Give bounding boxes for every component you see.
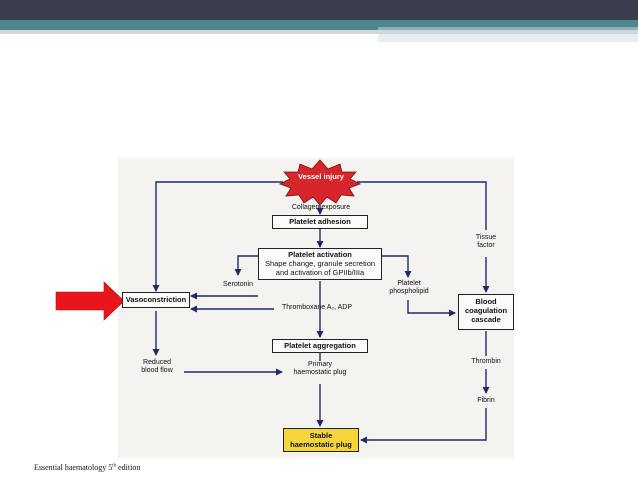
platelet-aggregation-box: Platelet aggregation bbox=[272, 339, 368, 353]
header-bar-teal bbox=[0, 20, 638, 30]
coagulation-line3: cascade bbox=[471, 315, 501, 324]
tissue-factor-label: Tissue factor bbox=[466, 234, 506, 251]
primary-line2: haemostatic plug bbox=[293, 369, 347, 377]
thromboxane-label: Thromboxane A₂, ADP bbox=[281, 304, 353, 311]
header-bar-light bbox=[0, 30, 638, 34]
coagulation-line2: coagulation bbox=[464, 306, 508, 315]
diagram-background bbox=[118, 158, 514, 458]
serotonin-label: Serotonin bbox=[223, 281, 253, 288]
vasoconstriction-text: Vasoconstriction bbox=[125, 295, 187, 304]
vessel-injury-label: Vessel injury bbox=[298, 172, 344, 181]
arrow-activation-serotonin bbox=[234, 255, 258, 276]
source-caption: Essential haematology 5th edition bbox=[34, 463, 140, 472]
header-bar-dark bbox=[0, 0, 638, 20]
platelet-adhesion-box: Platelet adhesion bbox=[272, 215, 368, 229]
stable-line2: haemostatic plug bbox=[290, 440, 352, 449]
caption-superscript: th bbox=[112, 463, 117, 469]
tissue-factor-line1: Tissue bbox=[475, 234, 497, 241]
platelet-activation-box: Platelet activation Shape change, granul… bbox=[258, 248, 382, 280]
primary-plug-label: Primary haemostatic plug bbox=[282, 361, 358, 378]
platelet-phospholipid-label: Platelet phospholipid bbox=[382, 280, 436, 297]
arrow-activation-phospholipid bbox=[381, 255, 412, 278]
thrombin-label: Thrombin bbox=[471, 358, 501, 365]
arrow-phospholipid-coagulation bbox=[407, 300, 456, 317]
fibrin-label: Fibrin bbox=[477, 397, 495, 404]
reduced-line1: Reduced bbox=[142, 359, 172, 366]
vasoconstriction-box: Vasoconstriction bbox=[122, 292, 190, 308]
red-pointer-arrow bbox=[55, 281, 125, 321]
header-bar-light-right bbox=[378, 34, 638, 42]
arrow-fibrin-stable bbox=[360, 408, 487, 444]
platelet-aggregation-text: Platelet aggregation bbox=[284, 341, 356, 350]
platelet-activation-line3: and activation of GPIIb/IIIa bbox=[275, 268, 365, 277]
vessel-injury-burst bbox=[278, 159, 362, 206]
caption-suffix: edition bbox=[116, 463, 141, 472]
stable-line1: Stable bbox=[309, 431, 333, 440]
blood-coagulation-box: Blood coagulation cascade bbox=[458, 294, 514, 330]
phospholipid-line1: Platelet bbox=[397, 280, 421, 287]
collagen-exposure-label: Collagen exposure bbox=[291, 204, 351, 211]
primary-line1: Primary bbox=[307, 361, 333, 368]
coagulation-line1: Blood bbox=[475, 297, 497, 306]
phospholipid-line2: phospholipid bbox=[389, 288, 429, 296]
reduced-line2: blood flow bbox=[141, 367, 173, 375]
tissue-factor-line2: factor bbox=[477, 242, 495, 250]
caption-text: Essential haematology 5 bbox=[34, 463, 113, 472]
platelet-activation-title: Platelet activation bbox=[288, 250, 352, 259]
platelet-activation-line2: Shape change, granule secretion bbox=[264, 259, 376, 268]
arrow-burst-vasoconstriction bbox=[152, 181, 283, 292]
platelet-adhesion-text: Platelet adhesion bbox=[289, 217, 351, 226]
reduced-blood-flow-label: Reduced blood flow bbox=[130, 359, 184, 376]
header-bar-accent bbox=[378, 27, 638, 30]
arrow-burst-tissue bbox=[357, 181, 487, 230]
stable-plug-box: Stable haemostatic plug bbox=[283, 428, 359, 452]
